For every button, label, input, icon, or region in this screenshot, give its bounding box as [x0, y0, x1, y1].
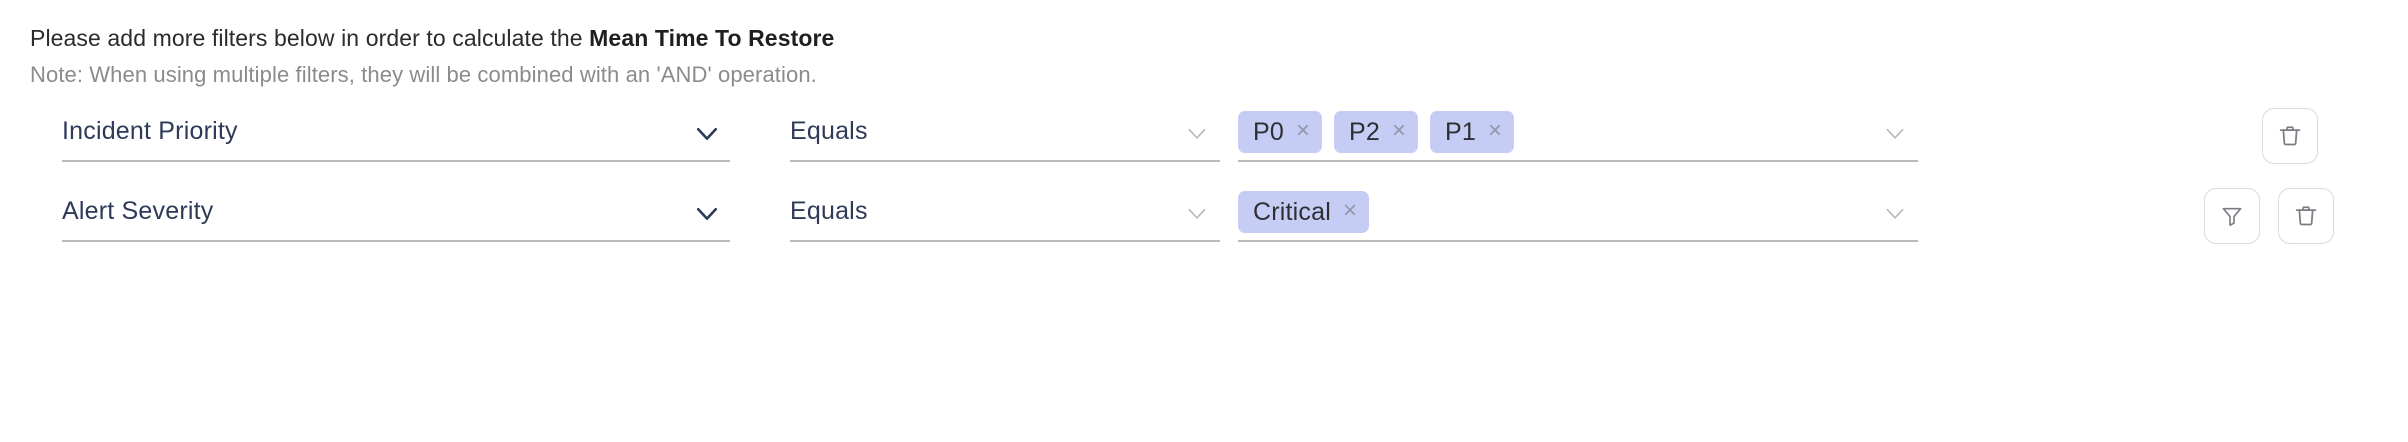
filter-row-list: Incident Priority Equals [0, 96, 2408, 256]
filter-attribute-select[interactable]: Incident Priority [62, 106, 730, 162]
filter-operator-value: Equals [790, 196, 868, 225]
chevron-down-icon[interactable] [1878, 116, 1912, 150]
filter-value-chip-list: Critical × [1238, 191, 1878, 235]
filter-note: Note: When using multiple filters, they … [30, 62, 817, 87]
filter-value-chip-list: P0 × P2 × P1 × [1238, 111, 1878, 155]
filter-attribute-value: Incident Priority [62, 116, 238, 145]
chip-label: Critical [1253, 197, 1331, 226]
filter-operator-select[interactable]: Equals [790, 106, 1220, 162]
filter-value-select[interactable]: P0 × P2 × P1 × [1238, 106, 1918, 162]
filter-operator-select[interactable]: Equals [790, 186, 1220, 242]
page-title-metric: Mean Time To Restore [589, 25, 835, 51]
close-icon[interactable]: × [1487, 117, 1502, 144]
filter-row: Alert Severity Equals Cr [0, 176, 2408, 256]
delete-filter-button[interactable] [2278, 188, 2334, 244]
filter-row-actions [2204, 188, 2334, 244]
chevron-down-icon[interactable] [1878, 196, 1912, 230]
chip-label: P1 [1445, 117, 1476, 146]
filter-value-chip[interactable]: Critical × [1238, 191, 1370, 233]
filter-operator-value: Equals [790, 116, 868, 145]
filter-row: Incident Priority Equals [0, 96, 2408, 176]
filter-attribute-select[interactable]: Alert Severity [62, 186, 730, 242]
chevron-down-icon[interactable] [1180, 116, 1214, 150]
filter-row-actions [2262, 108, 2318, 164]
add-filter-button[interactable] [2204, 188, 2260, 244]
filter-value-chip[interactable]: P2 × [1334, 111, 1418, 153]
chip-label: P0 [1253, 117, 1284, 146]
close-icon[interactable]: × [1391, 117, 1406, 144]
delete-filter-button[interactable] [2262, 108, 2318, 164]
filter-value-chip[interactable]: P0 × [1238, 111, 1322, 153]
close-icon[interactable]: × [1295, 117, 1310, 144]
page-title-prefix: Please add more filters below in order t… [30, 25, 590, 51]
filter-value-select[interactable]: Critical × [1238, 186, 1918, 242]
filter-attribute-value: Alert Severity [62, 196, 214, 225]
chevron-down-icon[interactable] [1180, 196, 1214, 230]
chevron-down-icon[interactable] [690, 196, 724, 230]
close-icon[interactable]: × [1343, 197, 1358, 224]
filter-value-chip[interactable]: P1 × [1430, 111, 1514, 153]
page-title: Please add more filters below in order t… [30, 22, 834, 54]
chevron-down-icon[interactable] [690, 116, 724, 150]
chip-label: P2 [1349, 117, 1380, 146]
